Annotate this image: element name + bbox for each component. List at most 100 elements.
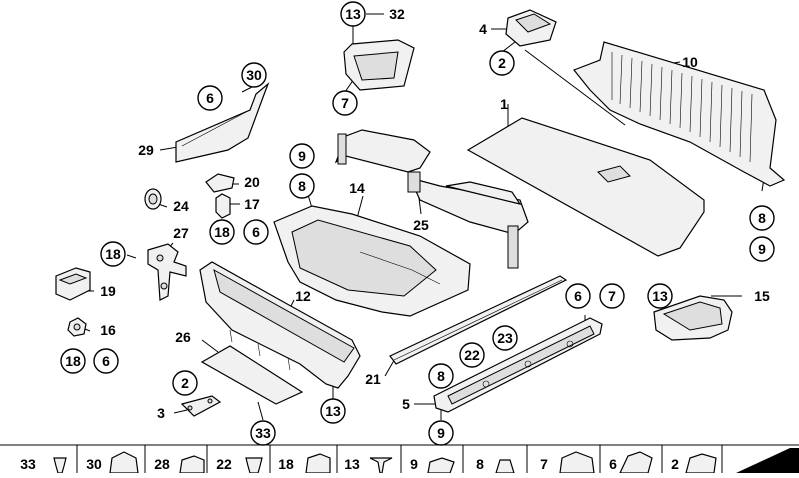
part-pad-19: [55, 267, 91, 301]
callout-label: 10: [682, 54, 698, 70]
callout-label: 8: [437, 368, 445, 384]
callout-circle: [289, 173, 315, 199]
callout-circle: [749, 236, 775, 262]
strip-icons: [53, 448, 799, 474]
callout-32: 32: [389, 6, 405, 22]
callout-label: 2: [498, 55, 506, 71]
callout-label: 7: [608, 288, 616, 304]
callout-label: 13: [345, 6, 361, 22]
callout-18: 18: [60, 348, 86, 374]
callout-label: 30: [246, 67, 262, 83]
hardware-strip-label: 33: [20, 456, 36, 472]
part-mat-26: [200, 345, 304, 405]
callout-label: 8: [298, 178, 306, 194]
callout-circle: [320, 398, 346, 424]
callout-7: 7: [332, 90, 358, 116]
callout-30: 30: [241, 62, 267, 88]
callout-label: 18: [65, 353, 81, 369]
callout-18: 18: [209, 219, 235, 245]
callout-6: 6: [565, 283, 591, 309]
callout-1: 1: [500, 96, 508, 112]
callout-label: 17: [244, 196, 260, 212]
callout-circle: [241, 62, 267, 88]
callout-label: 27: [173, 225, 189, 241]
callout-24: 24: [173, 198, 189, 214]
callout-16: 16: [100, 322, 116, 338]
callout-label: 3: [157, 405, 165, 421]
callout-33: 33: [250, 420, 276, 446]
callout-label: 22: [464, 347, 480, 363]
callout-label: 6: [102, 353, 110, 369]
callout-label: 6: [252, 224, 260, 240]
callout-circle: [243, 219, 269, 245]
callout-8: 8: [749, 205, 775, 231]
callout-18: 18: [100, 241, 126, 267]
part-grommet-20: [205, 173, 235, 193]
hardware-strip-label: 7: [540, 456, 548, 472]
callout-circle: [289, 143, 315, 169]
part-bracket-27: [147, 243, 187, 301]
callout-9: 9: [749, 236, 775, 262]
part-rail-5: [433, 317, 603, 413]
callout-label: 13: [325, 403, 341, 419]
callout-25: 25: [413, 217, 429, 233]
callout-circle: [489, 50, 515, 76]
callout-circle: [749, 205, 775, 231]
callout-circle: [492, 325, 518, 351]
callout-label: 33: [255, 425, 271, 441]
callout-23: 23: [492, 325, 518, 351]
part-trim-29: [175, 82, 270, 163]
callout-8: 8: [289, 173, 315, 199]
callout-circle: [565, 283, 591, 309]
hardware-strip-label: 6: [609, 456, 617, 472]
callout-circle: [428, 363, 454, 389]
hardware-strip-label: 8: [476, 456, 484, 472]
callout-circle: [60, 348, 86, 374]
part-floor-mat-1: [466, 117, 705, 257]
callout-3: 3: [157, 405, 165, 421]
callout-7: 7: [599, 283, 625, 309]
callout-circle: [599, 283, 625, 309]
callout-27: 27: [173, 225, 189, 241]
callout-14: 14: [349, 180, 365, 196]
callout-label: 9: [437, 425, 445, 441]
callout-12: 12: [295, 288, 311, 304]
hardware-strip-label: 18: [278, 456, 294, 472]
part-bracket-3: [180, 395, 222, 417]
callout-label: 18: [105, 246, 121, 262]
callout-label: 24: [173, 198, 189, 214]
callout-label: 4: [479, 21, 487, 37]
callout-label: 26: [175, 329, 191, 345]
callout-circle: [332, 90, 358, 116]
callout-label: 32: [389, 6, 405, 22]
hardware-strip-label: 22: [216, 456, 232, 472]
callout-13: 13: [320, 398, 346, 424]
callout-label: 7: [341, 95, 349, 111]
part-strap-25: [334, 129, 529, 269]
callout-20: 20: [244, 174, 260, 190]
callout-label: 2: [181, 375, 189, 391]
callout-label: 19: [100, 283, 116, 299]
callout-4: 4: [479, 21, 487, 37]
part-rail-21: [389, 275, 568, 365]
callout-label: 23: [497, 330, 513, 346]
callout-label: 14: [349, 180, 365, 196]
callout-9: 9: [289, 143, 315, 169]
hardware-strip-label: 30: [86, 456, 102, 472]
part-panel-10: [573, 41, 786, 187]
callout-29: 29: [138, 142, 154, 158]
part-clip-17: [215, 193, 231, 219]
part-tray-14: [273, 205, 471, 317]
callout-label: 21: [365, 371, 381, 387]
callout-circle: [250, 420, 276, 446]
callout-label: 16: [100, 322, 116, 338]
callout-circle: [197, 85, 223, 111]
callout-19: 19: [100, 283, 116, 299]
callout-label: 12: [295, 288, 311, 304]
callout-label: 5: [402, 396, 410, 412]
hardware-strip: [0, 444, 799, 474]
part-sill-12: [199, 261, 361, 389]
